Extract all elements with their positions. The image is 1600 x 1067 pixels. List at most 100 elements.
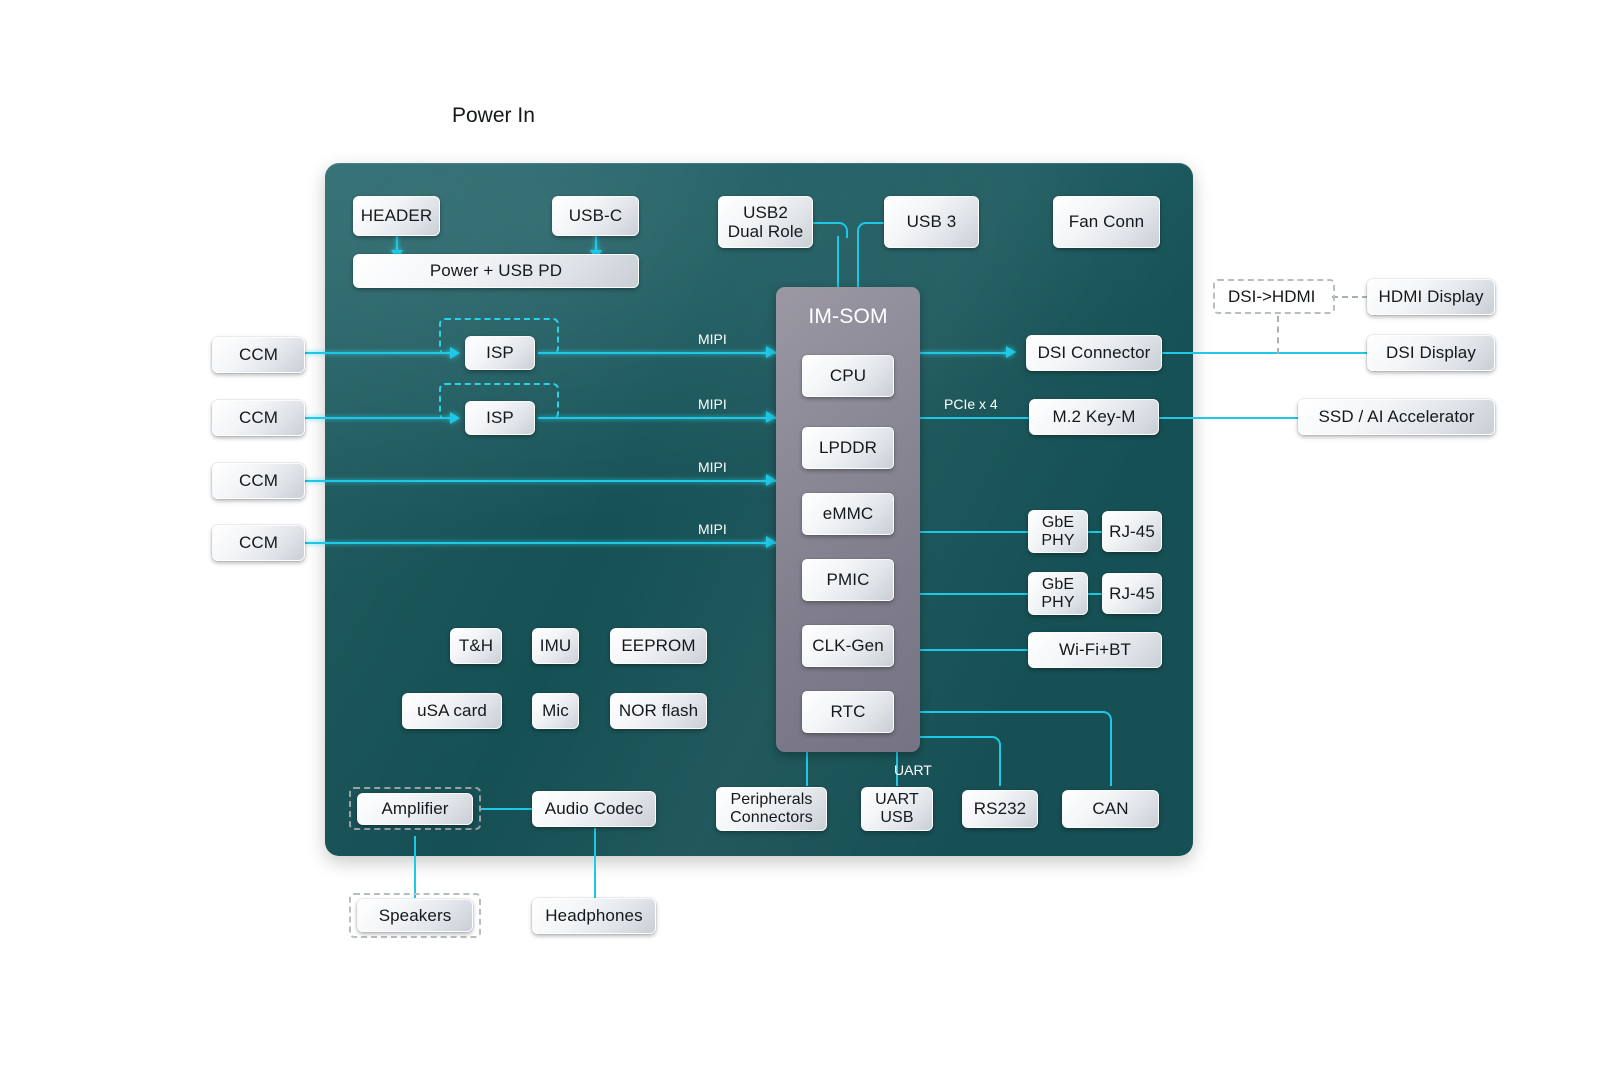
m2-key-m-block[interactable]: M.2 Key-M (1029, 399, 1159, 435)
peripherals-line2: Connectors (730, 809, 813, 826)
speakers-optional-outline (349, 893, 481, 938)
dsi-connector-label: DSI Connector (1037, 343, 1151, 363)
nor-flash-block[interactable]: NOR flash (610, 693, 707, 729)
th-sensor-label: T&H (458, 636, 494, 656)
wire-usb2-v (837, 236, 839, 289)
som-block-emmc[interactable]: eMMC (802, 493, 894, 535)
wire-som-to-peripherals (806, 752, 808, 786)
uart-usb-block[interactable]: UART USB (861, 787, 933, 831)
eeprom-label: EEPROM (621, 636, 696, 656)
headphones-label: Headphones (545, 906, 643, 926)
mic-block[interactable]: Mic (532, 693, 579, 729)
som-block-pmic[interactable]: PMIC (802, 559, 894, 601)
eeprom-block[interactable]: EEPROM (610, 628, 707, 664)
header-connector-label: HEADER (360, 206, 433, 226)
arrow-mipi4-icon (766, 536, 776, 548)
wire-dsi-to-display (1162, 352, 1367, 354)
rs232-block[interactable]: RS232 (962, 790, 1038, 828)
header-connector-block[interactable]: HEADER (353, 196, 440, 236)
rj45-label-1: RJ-45 (1109, 521, 1155, 541)
som-block-clk-gen[interactable]: CLK-Gen (802, 625, 894, 667)
wire-m2-to-ssd (1158, 417, 1298, 419)
ccm-block-1[interactable]: CCM (212, 337, 305, 373)
som-block-emmc-label: eMMC (822, 504, 874, 524)
wire-usb3-elbow (857, 222, 873, 238)
wire-usb2-h (812, 222, 838, 224)
ssd-ai-accelerator-block[interactable]: SSD / AI Accelerator (1298, 399, 1495, 435)
peripherals-connectors-block[interactable]: Peripherals Connectors (716, 787, 827, 831)
can-label: CAN (1092, 799, 1129, 819)
th-sensor-block[interactable]: T&H (450, 628, 502, 664)
uart-usb-line1: UART (875, 791, 919, 809)
som-block-cpu[interactable]: CPU (802, 355, 894, 397)
gbe-phy-1-line2: PHY (1041, 531, 1075, 549)
wire-rs232-elbow (979, 736, 1001, 758)
wire-ccm3-to-som (305, 480, 776, 482)
hdmi-display-label: HDMI Display (1378, 287, 1484, 307)
page-title: Power In (452, 104, 535, 127)
rj45-block-2[interactable]: RJ-45 (1102, 573, 1162, 614)
isp-block-2[interactable]: ISP (465, 401, 535, 435)
ssd-ai-accelerator-label: SSD / AI Accelerator (1318, 407, 1475, 427)
dsi-display-label: DSI Display (1386, 343, 1476, 363)
wire-ccm2-to-isp (305, 417, 454, 419)
gbe-phy-block-1[interactable]: GbE PHY (1028, 510, 1088, 553)
wire-som-to-m2 (920, 417, 1030, 419)
som-block-lpddr[interactable]: LPDDR (802, 427, 894, 469)
power-usb-pd-block[interactable]: Power + USB PD (353, 254, 639, 288)
dsi-display-block[interactable]: DSI Display (1367, 335, 1495, 371)
som-block-rtc-label: RTC (830, 702, 866, 722)
amplifier-optional-outline (349, 787, 481, 830)
headphones-block[interactable]: Headphones (532, 898, 656, 934)
mipi-label-4: MIPI (698, 521, 727, 537)
wire-gbe2-to-rj45-2 (1088, 593, 1102, 595)
peripherals-line1: Peripherals (730, 791, 813, 809)
arrow-dsi-icon (1006, 346, 1016, 358)
wire-usb2-elbow (832, 222, 848, 238)
rj45-label-2: RJ-45 (1109, 583, 1155, 603)
fan-conn-label: Fan Conn (1068, 212, 1145, 232)
uart-label: UART (894, 762, 932, 778)
som-block-rtc[interactable]: RTC (802, 691, 894, 733)
ccm-label-3: CCM (238, 471, 278, 491)
speakers-block[interactable]: Speakers (357, 899, 473, 932)
usb3-block[interactable]: USB 3 (884, 196, 979, 248)
wire-can-v (1110, 731, 1112, 786)
fan-conn-block[interactable]: Fan Conn (1053, 196, 1160, 248)
ccm-block-3[interactable]: CCM (212, 463, 305, 499)
usb-c-label: USB-C (568, 206, 623, 226)
wire-ccm1-to-isp (305, 352, 454, 354)
usa-card-block[interactable]: uSA card (402, 693, 502, 729)
audio-codec-block[interactable]: Audio Codec (532, 791, 656, 827)
rj45-block-1[interactable]: RJ-45 (1102, 511, 1162, 552)
wire-usbc-to-power (595, 233, 597, 253)
amplifier-block[interactable]: Amplifier (357, 793, 473, 825)
dsi-connector-block[interactable]: DSI Connector (1026, 335, 1162, 371)
wifi-bt-label: Wi-Fi+BT (1058, 640, 1132, 660)
wire-isp1-to-som (538, 352, 776, 354)
hdmi-display-block[interactable]: HDMI Display (1367, 279, 1495, 315)
wire-som-to-rs232-h (920, 736, 985, 738)
wifi-bt-block[interactable]: Wi-Fi+BT (1028, 632, 1162, 668)
gbe-phy-2-line2: PHY (1041, 593, 1075, 611)
usb2-dual-role-block[interactable]: USB2 Dual Role (718, 196, 813, 248)
som-block-cpu-label: CPU (829, 366, 867, 386)
imu-label: IMU (539, 636, 572, 656)
can-block[interactable]: CAN (1062, 790, 1159, 828)
wire-rs232-v (999, 756, 1001, 786)
usa-card-label: uSA card (417, 701, 487, 721)
rs232-label: RS232 (973, 799, 1027, 819)
power-usb-pd-label: Power + USB PD (429, 261, 563, 281)
gbe-phy-block-2[interactable]: GbE PHY (1028, 572, 1088, 615)
mipi-label-2: MIPI (698, 396, 727, 412)
ccm-block-2[interactable]: CCM (212, 400, 305, 436)
imu-block[interactable]: IMU (532, 628, 579, 664)
gbe-phy-2-line1: GbE (1041, 575, 1075, 593)
isp-optional-outline-2 (439, 383, 559, 419)
usb-c-block[interactable]: USB-C (552, 196, 639, 236)
isp-block-1[interactable]: ISP (465, 336, 535, 370)
im-som-module[interactable]: IM-SOM CPU LPDDR eMMC PMIC CLK-Gen RTC (776, 287, 920, 752)
arrow-ccm2-icon (450, 412, 460, 424)
ccm-block-4[interactable]: CCM (212, 525, 305, 561)
